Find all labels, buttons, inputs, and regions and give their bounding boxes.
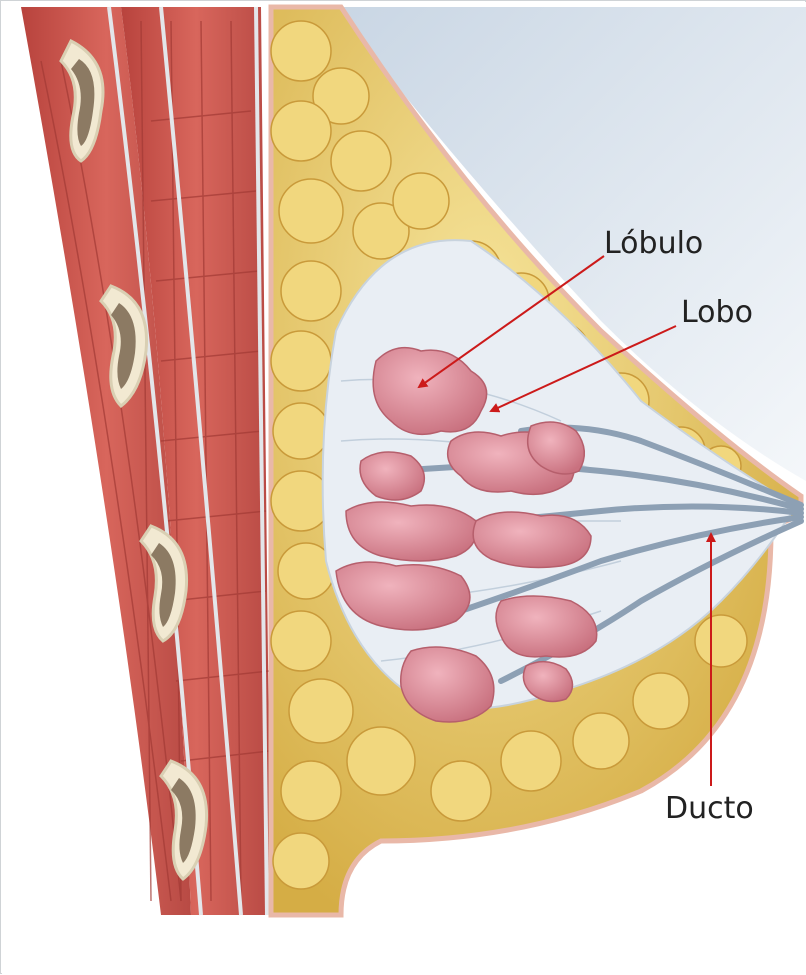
label-lobo: Lobo (681, 295, 753, 330)
label-ducto: Ducto (665, 791, 754, 826)
label-lobulo: Lóbulo (604, 226, 703, 261)
